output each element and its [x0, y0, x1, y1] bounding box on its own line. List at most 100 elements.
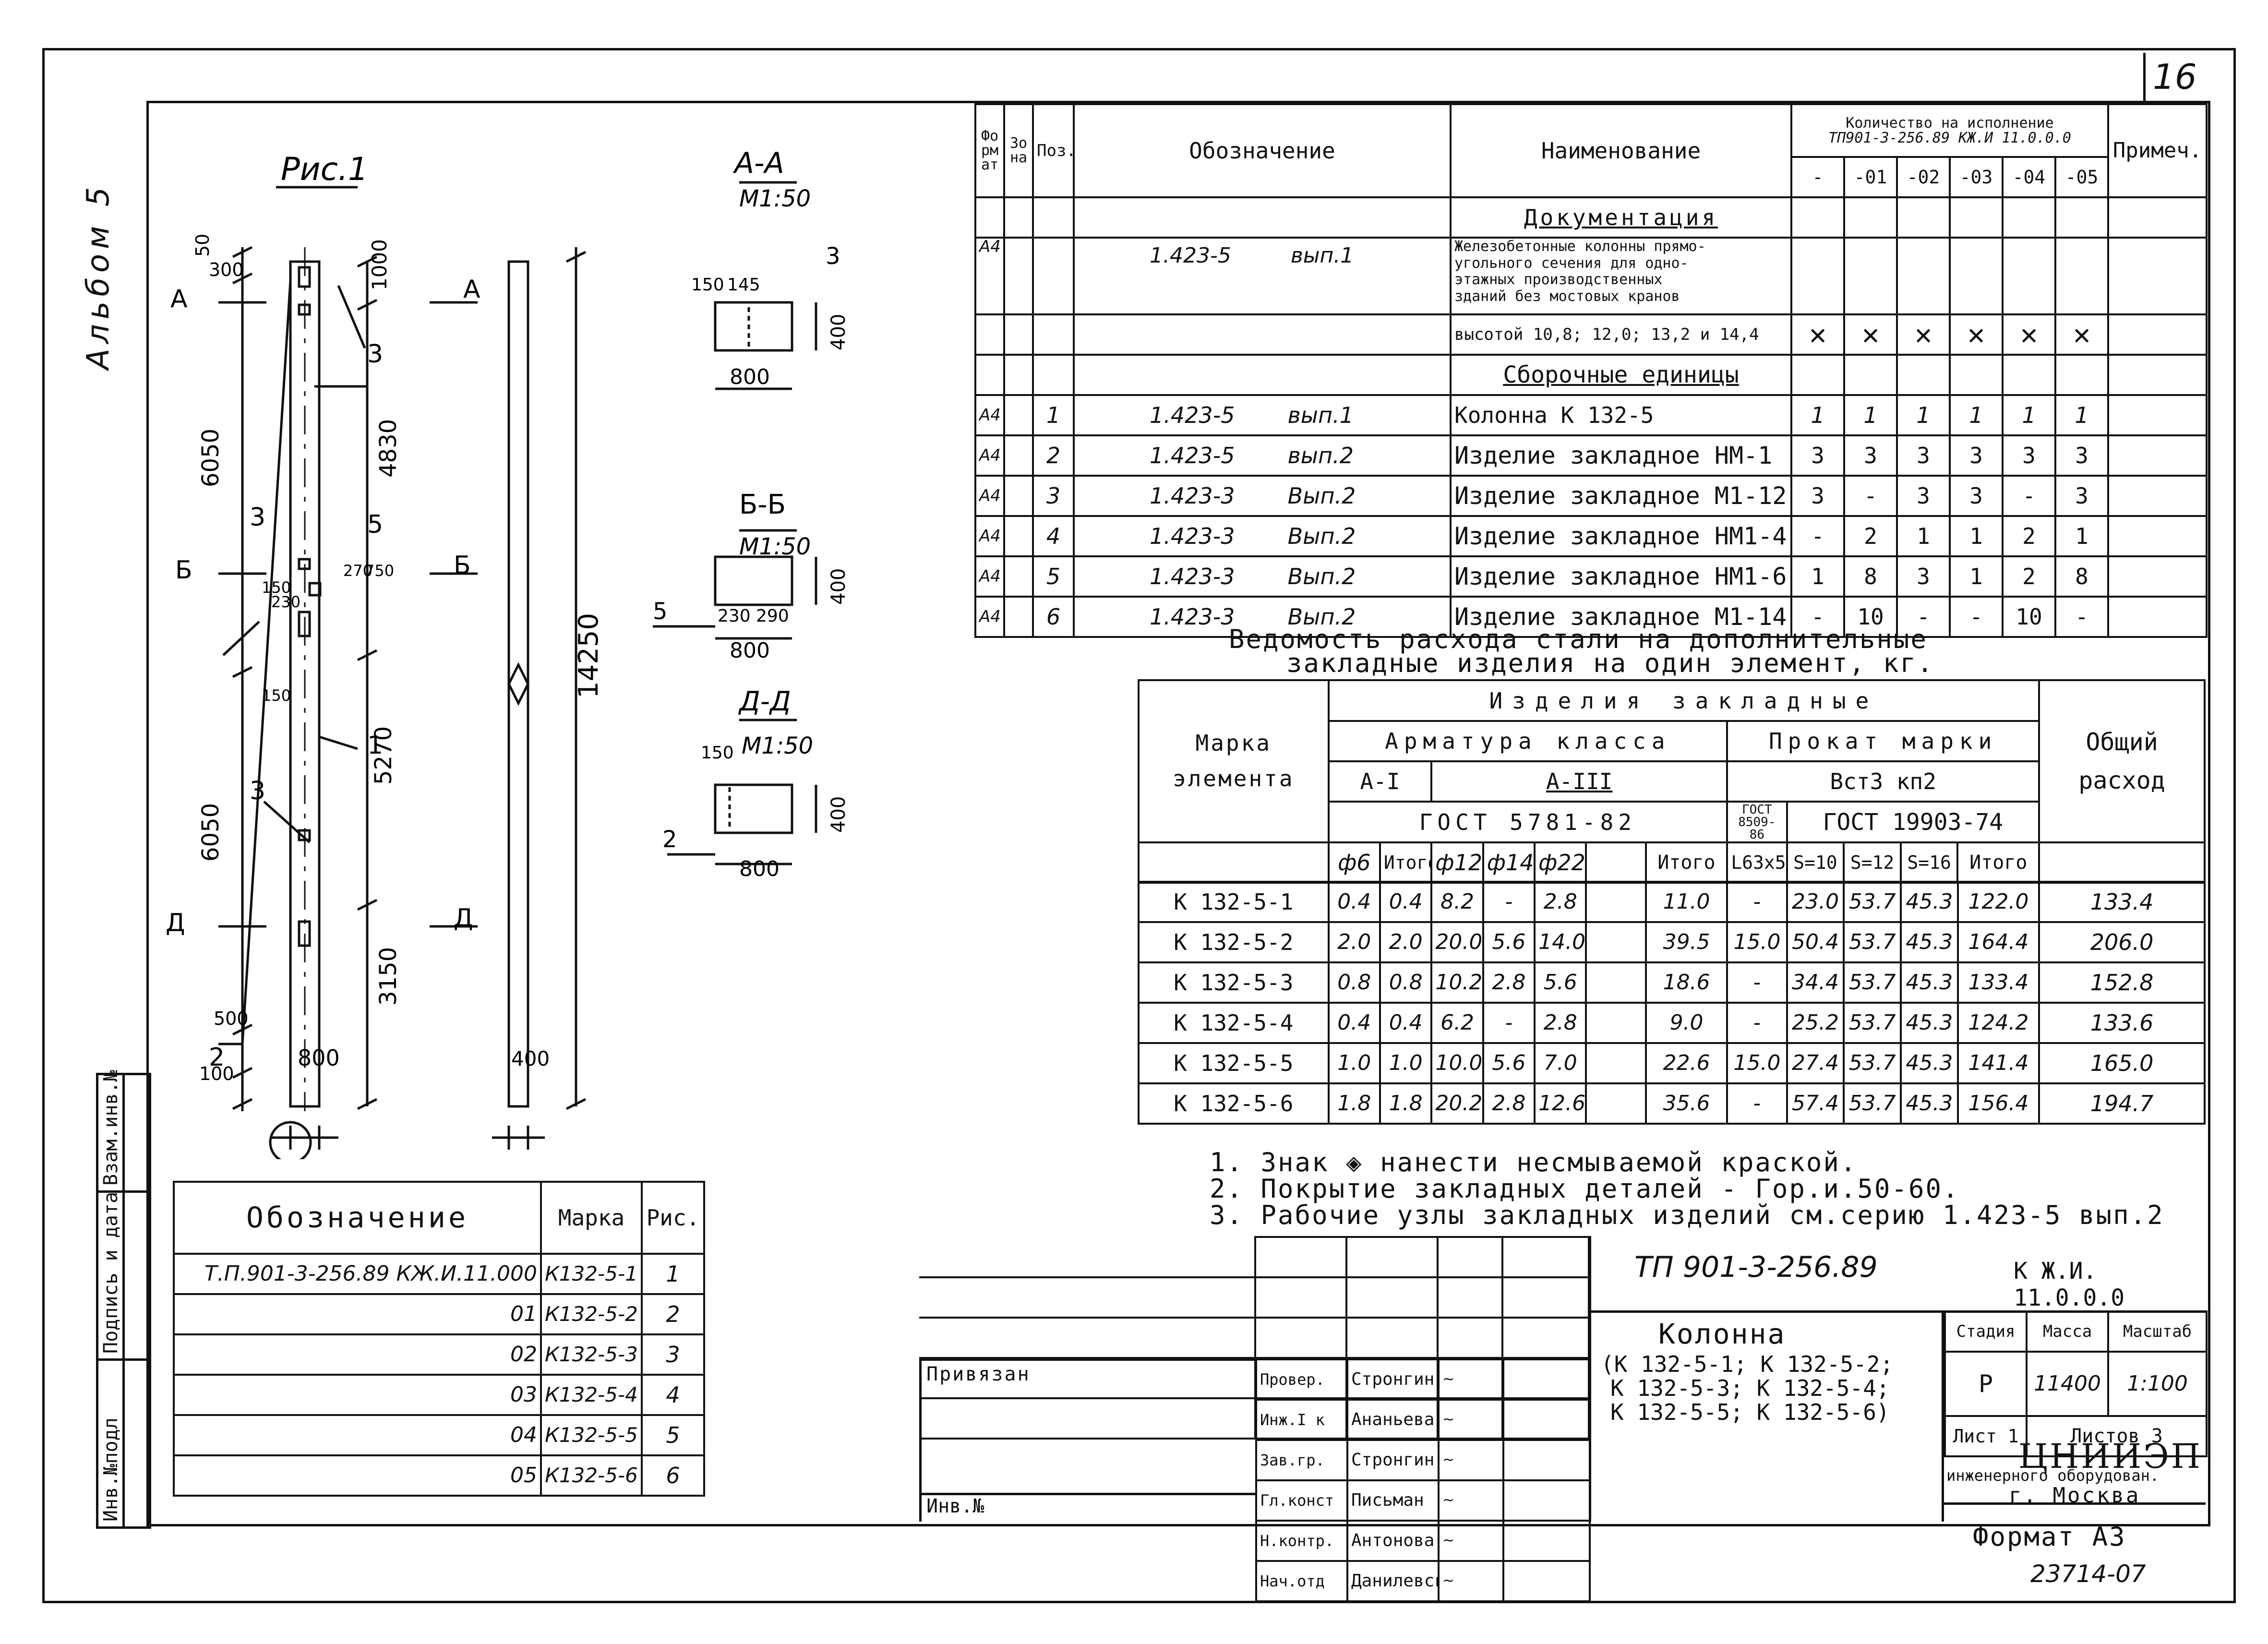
svg-text:5: 5 [653, 598, 668, 625]
spec-h-var: -05 [2054, 156, 2110, 198]
steel-cell: - [1726, 1082, 1788, 1125]
org-name-2: инженерного оборудован. [1946, 1466, 2160, 1485]
steel-cell [1585, 1082, 1647, 1125]
steel-cell: 53.7 [1843, 1042, 1902, 1084]
title-left-grid [919, 1236, 1590, 1440]
steel-h-a1: А-I [1327, 760, 1433, 803]
svg-text:230: 230 [718, 606, 751, 626]
svg-text:1000: 1000 [368, 239, 391, 290]
steel-h-gost1: ГОСТ 5781-82 [1327, 801, 1728, 843]
steel-cell: 23.0 [1786, 881, 1845, 923]
svg-text:5270: 5270 [370, 726, 397, 785]
svg-text:750: 750 [365, 562, 394, 580]
signature: ~ [1438, 1358, 1504, 1401]
steel-col-h: Итого [1956, 841, 2040, 884]
variant-mark: К132-5-4 [540, 1374, 643, 1416]
steel-cell: 5.6 [1482, 1042, 1536, 1084]
variant-mark: К132-5-6 [540, 1454, 643, 1497]
steel-cell [1585, 921, 1647, 963]
sheet-outer-frame [42, 48, 2236, 1603]
steel-cell: 124.2 [1956, 1002, 2040, 1044]
steel-col-h: Итого [1379, 841, 1433, 884]
object-list-2: К 132-5-3; К 132-5-4; [1610, 1375, 1890, 1401]
steel-cell: 39.5 [1644, 921, 1728, 963]
people-row: Провер.Стронгин~ [1255, 1358, 1591, 1401]
steel-cell: 2.0 [1379, 921, 1433, 963]
column-side [507, 260, 529, 1108]
steel-cell: 1.0 [1379, 1042, 1433, 1084]
steel-title-1: Ведомость расхода стали на дополнительны… [1229, 624, 1928, 654]
side-stamp-replace: Взам.инв.№ [100, 1070, 122, 1186]
spec-doc-format: А4 [974, 237, 1005, 315]
svg-text:2: 2 [209, 1043, 225, 1072]
steel-cell: 45.3 [1900, 1002, 1959, 1044]
steel-cell: 20.0 [1430, 921, 1484, 963]
svg-text:2: 2 [662, 826, 677, 853]
people-row: Зав.гр.Стронгин~ [1255, 1439, 1591, 1481]
svg-text:14250: 14250 [573, 613, 604, 698]
steel-mark: К 132-5-1 [1138, 881, 1330, 923]
steel-cell: 45.3 [1900, 1042, 1959, 1084]
svg-text:290: 290 [756, 606, 789, 626]
spec-h-zone: Зона [1003, 103, 1034, 198]
steel-cell: 2.0 [1327, 921, 1381, 963]
steel-cell: 57.4 [1786, 1082, 1845, 1125]
svg-text:300: 300 [209, 259, 244, 280]
cross-cell: ✕ [2002, 313, 2056, 356]
steel-cell: 0.8 [1327, 961, 1381, 1004]
variant-des: Т.П.901-3-256.89 КЖ.И.11.000 [173, 1253, 542, 1295]
steel-total: 133.4 [2038, 881, 2206, 923]
steel-cell: 14.0 [1534, 921, 1587, 963]
steel-col-h: S=12 [1843, 841, 1902, 884]
steel-h-gost3: ГОСТ 19903-74 [1786, 801, 2040, 843]
variant-fig: 6 [641, 1454, 705, 1497]
steel-h-a3: А-III [1430, 760, 1728, 803]
variant-mark: К132-5-1 [540, 1253, 643, 1295]
album-label: Альбом 5 [81, 182, 116, 370]
people-row: Н.контр.Антонова~ [1255, 1520, 1591, 1562]
steel-total: 152.8 [2038, 961, 2206, 1004]
variants-h-fig: Рис. [641, 1181, 705, 1255]
steel-col-h: ф14 [1482, 841, 1536, 884]
svg-text:800: 800 [730, 638, 770, 663]
steel-h-total: Общий расход [2038, 679, 2206, 843]
steel-cell: 45.3 [1900, 921, 1959, 963]
steel-cell: 164.4 [1956, 921, 2040, 963]
person-role: Инж.I к [1255, 1399, 1348, 1441]
cross-cell: ✕ [1896, 313, 1951, 356]
steel-cell: 6.2 [1430, 1002, 1484, 1044]
steel-cell: 53.7 [1843, 961, 1902, 1004]
steel-cell: 45.3 [1900, 881, 1959, 923]
steel-cell: 18.6 [1644, 961, 1728, 1004]
variants-h-des: Обозначение [173, 1181, 542, 1255]
svg-text:Б: Б [175, 556, 192, 585]
spec-h-pos: Поз. [1032, 103, 1075, 198]
object-list-3: К 132-5-5; К 132-5-6) [1610, 1399, 1890, 1425]
cross-cell: ✕ [1843, 313, 1898, 356]
section-aa-title: А-А [732, 146, 784, 180]
person-role: Зав.гр. [1255, 1439, 1348, 1481]
variants-table: Обозначение Марка Рис. Т.П.901-3-256.89 … [173, 1181, 705, 1497]
svg-text:М1:50: М1:50 [739, 533, 811, 560]
svg-text:5: 5 [367, 510, 383, 539]
people-row: Нач.отдДанилевский~ [1255, 1560, 1591, 1602]
variant-fig: 1 [641, 1253, 705, 1295]
steel-h-vst: Вст3 кп2 [1726, 760, 2040, 803]
steel-cell: 0.8 [1379, 961, 1433, 1004]
variant-fig: 4 [641, 1374, 705, 1416]
person-role: Гл.конст [1255, 1479, 1348, 1522]
svg-text:3150: 3150 [375, 947, 402, 1006]
steel-cell: 53.7 [1843, 1082, 1902, 1125]
steel-total: 206.0 [2038, 921, 2206, 963]
spec-doc-des: 1.423-5 [1150, 243, 1231, 268]
variant-des: 03 [173, 1374, 542, 1416]
stage-table: Стадия Масса Масштаб Р 11400 1:100 Лист … [1944, 1310, 2208, 1457]
variant-des: 05 [173, 1454, 542, 1497]
steel-cell: 133.4 [1956, 961, 2040, 1004]
steel-table: Марка элемента Изделия закладные Общий р… [1138, 679, 2206, 884]
